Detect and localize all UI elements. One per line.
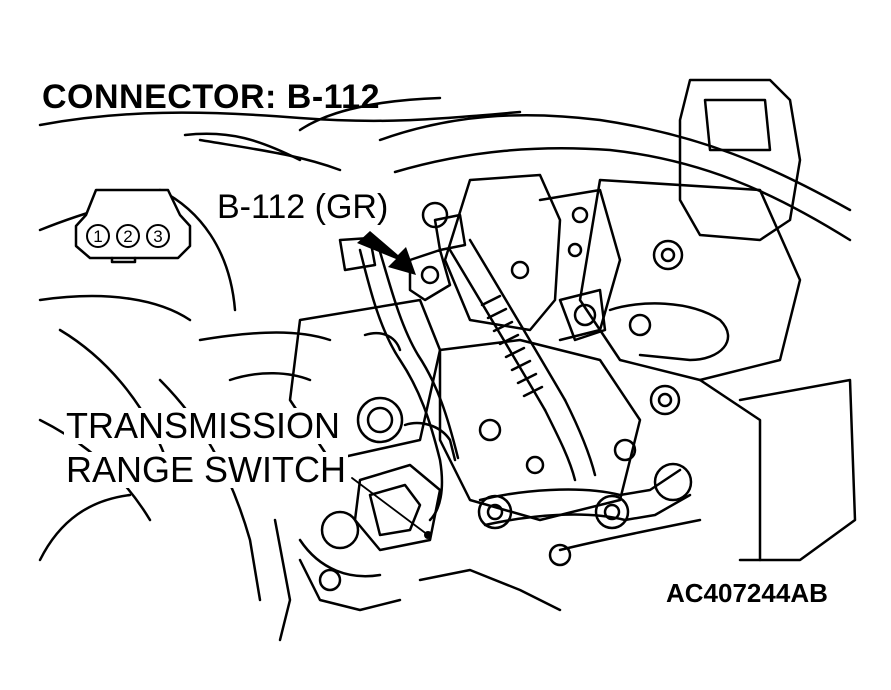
pin-1-label: 1	[93, 227, 102, 246]
figure-code: AC407244AB	[664, 578, 830, 608]
shift-lever	[477, 462, 702, 567]
connector-face-diagram: 1 2 3	[74, 188, 192, 264]
b112-connector-body	[408, 201, 467, 302]
leader-lines	[351, 477, 429, 536]
range-switch-body	[298, 463, 562, 612]
pin-3-socket	[146, 224, 170, 248]
connector-title: CONNECTOR: B-112	[42, 78, 380, 116]
pin-3-label: 3	[153, 227, 162, 246]
range-switch-label-line1: TRANSMISSION	[64, 405, 343, 446]
range-switch-label-line2: RANGE SWITCH	[64, 449, 349, 490]
b112-arrow	[357, 231, 416, 275]
transaxle-case	[288, 173, 681, 522]
b112-callout-label: B-112 (GR)	[214, 190, 392, 224]
pin-2-label: 2	[123, 227, 132, 246]
pin-1-socket	[86, 224, 110, 248]
upper-radiator-hose	[378, 113, 852, 242]
right-bracket	[578, 78, 857, 562]
pin-2-socket	[116, 224, 140, 248]
upper-hoses	[38, 96, 522, 562]
range-switch-leader-dot	[424, 531, 432, 539]
corrugated-harness	[448, 238, 597, 482]
switch-harness	[338, 236, 460, 522]
